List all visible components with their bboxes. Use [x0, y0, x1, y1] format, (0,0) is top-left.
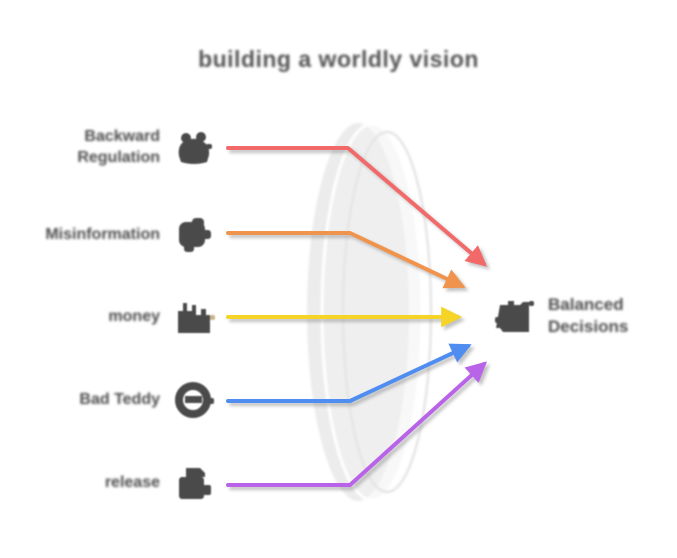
books-icon	[172, 461, 216, 505]
source-label-line: Regulation	[77, 149, 160, 166]
source-label-line: Backward	[84, 128, 160, 145]
regulation-head-icon	[172, 126, 216, 170]
flow-line-misinformation	[226, 231, 466, 289]
source-label-regulation: Backward Regulation	[18, 126, 160, 168]
flow-line-regulation	[226, 146, 488, 267]
lens-icon	[299, 115, 433, 509]
output-label-line: Balanced	[548, 295, 624, 314]
prohibition-ring-icon	[172, 378, 216, 422]
flow-line-bad-teddy	[226, 343, 472, 403]
output-label-line: Decisions	[548, 317, 629, 336]
source-label-misinformation: Misinformation	[45, 226, 160, 243]
factory-icon	[172, 295, 216, 339]
document-icon	[491, 291, 539, 339]
page-title: building a worldly vision	[198, 46, 479, 72]
source-label-bad-teddy: Bad Teddy	[79, 391, 160, 408]
flow-line-release	[226, 361, 487, 487]
fist-icon	[172, 213, 216, 257]
source-label-money: money	[108, 308, 160, 325]
output-label: Balanced Decisions	[548, 294, 668, 338]
source-label-release: release	[104, 474, 160, 491]
